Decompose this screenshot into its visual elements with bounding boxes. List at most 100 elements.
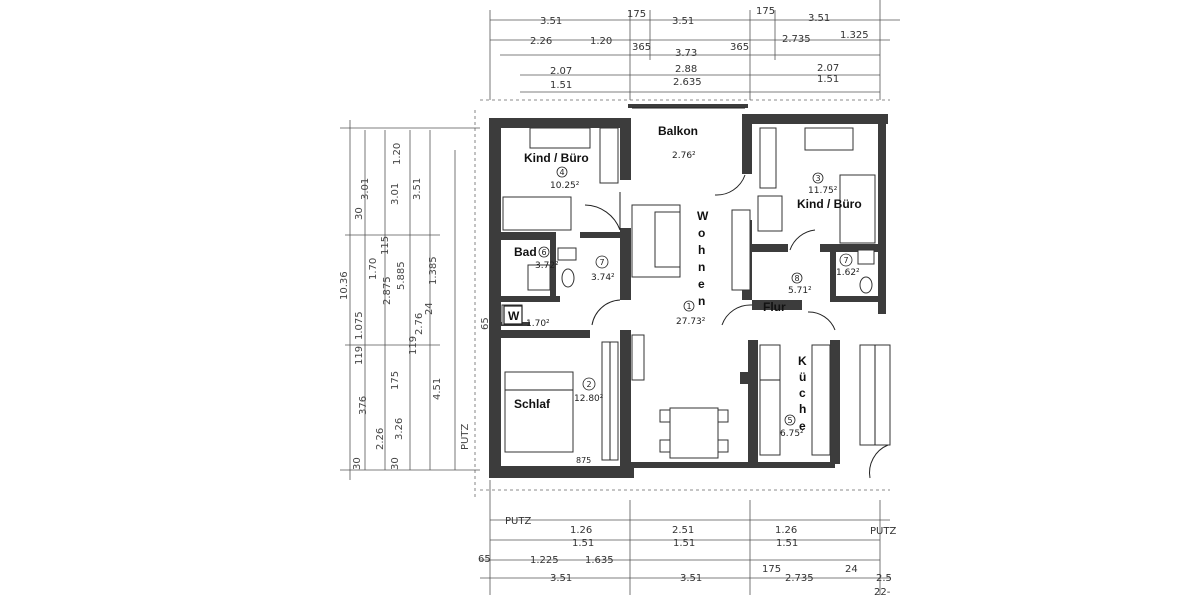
room-wc-right: 7 1.62² (836, 253, 860, 278)
door-kitchen (807, 311, 836, 331)
room-wohnen: W o h n e n 1 27.73² (676, 209, 709, 327)
bed-left-kind (502, 196, 572, 231)
bottom-dimension-lines (480, 480, 890, 595)
coffee-table (654, 211, 681, 268)
room-kind-buero-left: Kind / Büro 4 10.25² (524, 151, 589, 191)
room-w-box: W 1.70² (503, 305, 550, 329)
dim-left-3-4: 175 (390, 371, 401, 390)
tv-board (731, 209, 751, 291)
dim-top-2-5: 365 (730, 42, 749, 53)
door-kind-right (789, 229, 816, 251)
dim-left-misc-1: 115 (380, 236, 391, 255)
dim-top-2-1: 2.26 (530, 36, 552, 47)
toilet-right (859, 276, 873, 294)
room-number-circle-8 (791, 272, 803, 284)
room-number-circle-7-left (595, 255, 609, 269)
top-dimension-lines (480, 0, 900, 101)
room-number-5: 5 (788, 416, 793, 425)
room-label-schlaf: Schlaf (514, 397, 551, 411)
room-area-w: 1.70² (526, 319, 550, 329)
kitchen-counter-right (811, 344, 831, 456)
room-number-6: 6 (542, 248, 547, 257)
dim-top-4-2: 2.635 (673, 77, 702, 88)
dim-bottom-4-1: 3.51 (550, 573, 572, 584)
wohnen-letter-4: n (698, 260, 705, 274)
wohnen-letter-5: e (698, 277, 705, 291)
room-label-kind-buero-left: Kind / Büro (524, 151, 589, 165)
room-area-kueche: 6.75² (780, 429, 804, 439)
room-area-kind-left: 10.25² (550, 181, 580, 191)
dim-top-2-7: 1.325 (840, 30, 869, 41)
sink-right (857, 249, 875, 265)
dim-left-3-3: 2.875 (382, 276, 393, 305)
room-number-2: 2 (587, 380, 592, 389)
dim-top-1-2: 175 (627, 9, 646, 20)
room-label-bad: Bad (514, 245, 537, 259)
room-flur: 8 5.71² Flur (763, 272, 812, 314)
room-kueche: K ü c h e 5 6.75² (780, 354, 807, 439)
desk-left (529, 127, 591, 149)
door-kind-left (584, 204, 621, 231)
dim-left-3-2: 3.01 (390, 183, 401, 205)
sink-left (557, 247, 577, 261)
dim-bottom-1-2: 2.51 (672, 525, 694, 536)
dim-bottom-4-5: 24 (845, 564, 858, 575)
room-label-flur: Flur (763, 300, 786, 314)
desk-right (804, 127, 854, 151)
dim-left-misc-3: 65 (480, 317, 491, 330)
left-dimension-lines (340, 110, 480, 500)
dim-top-3-1: 2.07 (550, 66, 572, 77)
dim-bottom-4-3: 175 (762, 564, 781, 575)
doors (584, 174, 889, 479)
door-bad (591, 299, 621, 326)
dim-left-2-2: 1.70 (368, 258, 379, 280)
wohnen-letter-6: n (698, 294, 705, 308)
dim-left-2-1: 3.01 (360, 178, 371, 200)
room-number-circle-7-right (839, 253, 853, 267)
dim-left-1-4: 376 (358, 396, 369, 415)
kitchen-counter-left (759, 344, 781, 456)
dim-bottom-4-2: 3.51 (680, 573, 702, 584)
furniture (501, 107, 891, 461)
dim-top-2-2: 1.20 (590, 36, 612, 47)
dim-left-1-2: 1.075 (354, 311, 365, 340)
dim-left-5-3: 24 (424, 302, 435, 315)
dim-bottom-3-2: 1.635 (585, 555, 614, 566)
left-dimension-labels: 10.36 1.075 119 376 30 3.01 1.70 2.26 1.… (339, 143, 491, 470)
dim-left-4-2: 2.76 (414, 313, 425, 335)
room-number-3: 3 (816, 174, 821, 183)
room-label-w: W (508, 309, 520, 323)
wardrobe-right (757, 195, 783, 232)
dim-top-2-4: 3.73 (675, 48, 697, 59)
dim-bottom-3-1: 1.225 (530, 555, 559, 566)
room-area-flur: 5.71² (788, 286, 812, 296)
room-area-schlaf: 12.80² (574, 394, 604, 404)
dim-bottom-putz-2: PUTZ (870, 526, 896, 537)
room-kind-buero-right: 3 11.75² Kind / Büro (797, 172, 862, 211)
dim-bottom-65: 65 (478, 554, 491, 565)
dim-top-4-3: 1.51 (817, 74, 839, 85)
room-balkon: Balkon 2.76² (658, 124, 698, 161)
bed-right (839, 174, 876, 244)
dim-bottom-2-2: 1.51 (673, 538, 695, 549)
room-area-kind-right: 11.75² (808, 186, 838, 196)
dim-top-3-3: 2.07 (817, 63, 839, 74)
dim-left-4-1: 5.885 (396, 261, 407, 290)
kueche-letter-2: ü (799, 370, 806, 384)
dim-bottom-1-3: 1.26 (775, 525, 797, 536)
dim-bottom-2-1: 1.51 (572, 538, 594, 549)
dim-bottom-4-6: 2.5 (876, 573, 892, 584)
toilet-left (561, 268, 575, 288)
room-wc-left: 7 3.74² (591, 255, 615, 283)
dim-left-5-4: PUTZ (460, 424, 471, 450)
dining-table (669, 407, 719, 459)
room-number-circle-3 (812, 172, 824, 184)
dim-left-5-1: 3.51 (412, 178, 423, 200)
dim-left-misc-2: 30 (354, 207, 365, 220)
kueche-letter-1: K (798, 354, 807, 368)
dim-left-1-1: 10.36 (339, 271, 350, 300)
door-wohnen (721, 304, 753, 326)
dim-left-1-5: 30 (352, 457, 363, 470)
dim-left-4-3: 4.51 (432, 378, 443, 400)
dim-top-1-3: 3.51 (672, 16, 694, 27)
